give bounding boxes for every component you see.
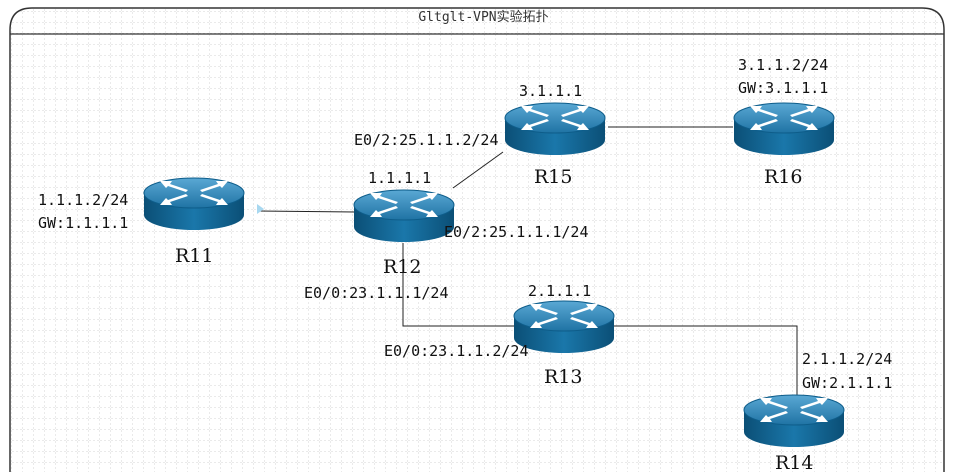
diagram-frame [9, 7, 945, 472]
label-r12-e00: E0/0:23.1.1.1/24 [304, 284, 449, 302]
router-name-r15: R15 [534, 166, 573, 188]
router-name-r11: R11 [175, 245, 214, 267]
label-r13-ip: 2.1.1.1 [528, 282, 592, 300]
router-r15 [504, 102, 606, 156]
link-r11-r12 [257, 210, 356, 213]
router-name-r12: R12 [383, 256, 422, 278]
router-name-r13: R13 [544, 366, 583, 388]
router-r11 [143, 177, 245, 231]
router-name-r14: R14 [775, 452, 814, 474]
router-r16 [733, 102, 835, 156]
label-r13-e00: E0/0:23.1.1.2/24 [384, 342, 529, 360]
link-r12-r15 [452, 151, 504, 189]
link-r12-r13 [402, 243, 515, 327]
label-r15-e02: E0/2:25.1.1.2/24 [354, 131, 499, 149]
label-r12-ip: 1.1.1.1 [368, 169, 432, 187]
link-r13-r14 [613, 325, 798, 400]
label-r16-gw: GW:3.1.1.1 [738, 79, 829, 97]
router-r12 [353, 189, 455, 243]
label-r16-ip: 3.1.1.2/24 [738, 56, 829, 74]
label-r14-gw: GW:2.1.1.1 [802, 374, 893, 392]
label-r11-ip: 1.1.1.2/24 [38, 191, 129, 209]
router-name-r16: R16 [764, 166, 803, 188]
links [257, 126, 798, 400]
diagram-title: Gltglt-VPN实验拓扑 [418, 10, 549, 25]
router-r14 [743, 394, 845, 448]
router-r13 [513, 300, 615, 354]
port-marker [257, 204, 264, 214]
label-r14-ip: 2.1.1.2/24 [802, 350, 893, 368]
label-r12-e02: E0/2:25.1.1.1/24 [444, 223, 589, 241]
label-r15-ip: 3.1.1.1 [519, 82, 583, 100]
label-r11-gw: GW:1.1.1.1 [38, 214, 129, 232]
